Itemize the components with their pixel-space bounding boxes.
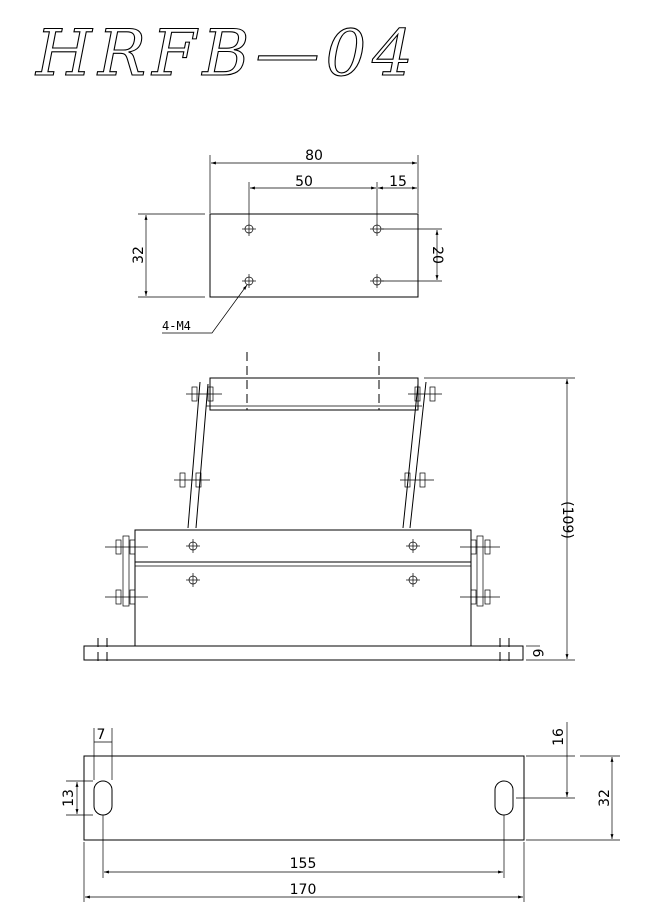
- drawing-title: HRFB—04: [35, 17, 419, 91]
- mounting-slot: [494, 780, 514, 816]
- mounting-hole: [185, 538, 201, 554]
- base-outline: [83, 755, 525, 841]
- mounting-slot: [93, 780, 113, 816]
- side-bracket-right: [476, 535, 484, 607]
- mounting-hole: [241, 221, 257, 237]
- dim-hole-pitch: 50: [295, 174, 313, 190]
- mounting-hole: [185, 572, 201, 588]
- fastener: [408, 386, 442, 402]
- fastener: [186, 386, 222, 402]
- dim-overall-height: (109): [559, 501, 575, 539]
- fastener: [174, 472, 210, 488]
- top-block: [209, 377, 419, 411]
- support-plate-left: [187, 381, 201, 529]
- top-view: 80 50 15 32 20 4-M4: [131, 148, 445, 334]
- mounting-hole: [241, 273, 257, 289]
- dim-slot-length: 13: [61, 789, 77, 807]
- dim-width: 80: [305, 148, 323, 164]
- side-bracket-left: [122, 535, 130, 607]
- dim-base-thickness: 6: [529, 649, 545, 658]
- fastener: [105, 589, 148, 605]
- fastener: [105, 539, 148, 555]
- hole-note: 4-M4: [162, 319, 191, 333]
- support-plate-right: [409, 381, 427, 529]
- leader-line: [162, 284, 248, 334]
- dim-slot-offset: 16: [551, 728, 567, 746]
- mounting-hole: [405, 572, 421, 588]
- front-view: (109) 6: [83, 352, 575, 664]
- mounting-hole: [369, 221, 385, 237]
- dim-slot-pitch: 155: [290, 856, 317, 872]
- dim-base-length: 170: [290, 882, 317, 898]
- dim-hole-offset: 15: [389, 174, 407, 190]
- fastener: [460, 539, 500, 555]
- top-view-outline: [209, 213, 419, 298]
- base-plate: [83, 645, 524, 661]
- fastener: [460, 589, 500, 605]
- mounting-hole: [369, 273, 385, 289]
- dim-base-height: 32: [597, 789, 613, 807]
- dim-height: 32: [131, 246, 147, 264]
- mounting-hole: [405, 538, 421, 554]
- main-body: [134, 529, 472, 647]
- fastener: [400, 472, 434, 488]
- dim-hole-pitch-vertical: 20: [429, 246, 445, 264]
- base-view: 7 13 16 32 155 170: [61, 722, 620, 902]
- dim-slot-width: 7: [97, 727, 106, 743]
